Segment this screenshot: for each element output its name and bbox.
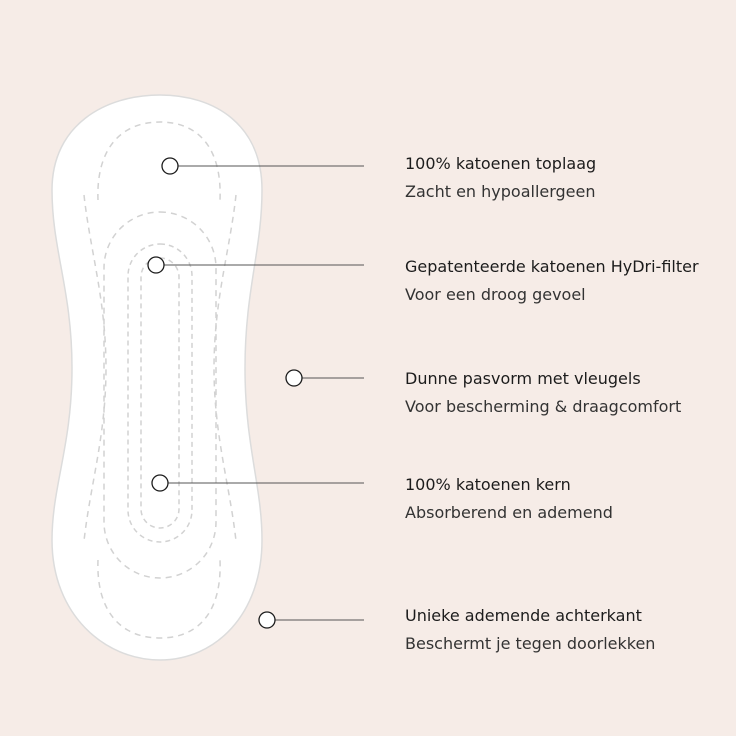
marker-dot (285, 369, 303, 387)
feature-label-toplayer: 100% katoenen toplaag Zacht en hypoaller… (405, 154, 725, 202)
feature-subtitle: Voor bescherming & draagcomfort (405, 397, 682, 416)
feature-label-backsheet: Unieke ademende achterkant Beschermt je … (405, 606, 725, 654)
absorbent-zone (103, 211, 217, 579)
feature-title: Dunne pasvorm met vleugels (405, 369, 641, 388)
core-channel-outer (127, 243, 193, 543)
marker-dot (161, 157, 179, 175)
side-stitch-right (213, 194, 237, 542)
side-stitch-left (83, 194, 107, 542)
marker-dot (147, 256, 165, 274)
marker-dot (258, 611, 276, 629)
bottom-stitch (97, 559, 221, 639)
feature-title: 100% katoenen kern (405, 475, 571, 494)
marker-dot (151, 474, 169, 492)
feature-subtitle: Zacht en hypoallergeen (405, 182, 596, 201)
feature-label-filter: Gepatenteerde katoenen HyDri-filter Voor… (405, 257, 725, 305)
feature-title: Unieke ademende achterkant (405, 606, 642, 625)
feature-label-core: 100% katoenen kern Absorberend en ademen… (405, 475, 725, 523)
feature-title: 100% katoenen toplaag (405, 154, 597, 173)
feature-title: Gepatenteerde katoenen HyDri-filter (405, 257, 699, 276)
feature-subtitle: Absorberend en ademend (405, 503, 613, 522)
feature-subtitle: Beschermt je tegen doorlekken (405, 634, 656, 653)
feature-label-wings: Dunne pasvorm met vleugels Voor bescherm… (405, 369, 725, 417)
top-stitch (97, 121, 221, 201)
pad-outline (51, 94, 263, 661)
feature-subtitle: Voor een droog gevoel (405, 285, 586, 304)
